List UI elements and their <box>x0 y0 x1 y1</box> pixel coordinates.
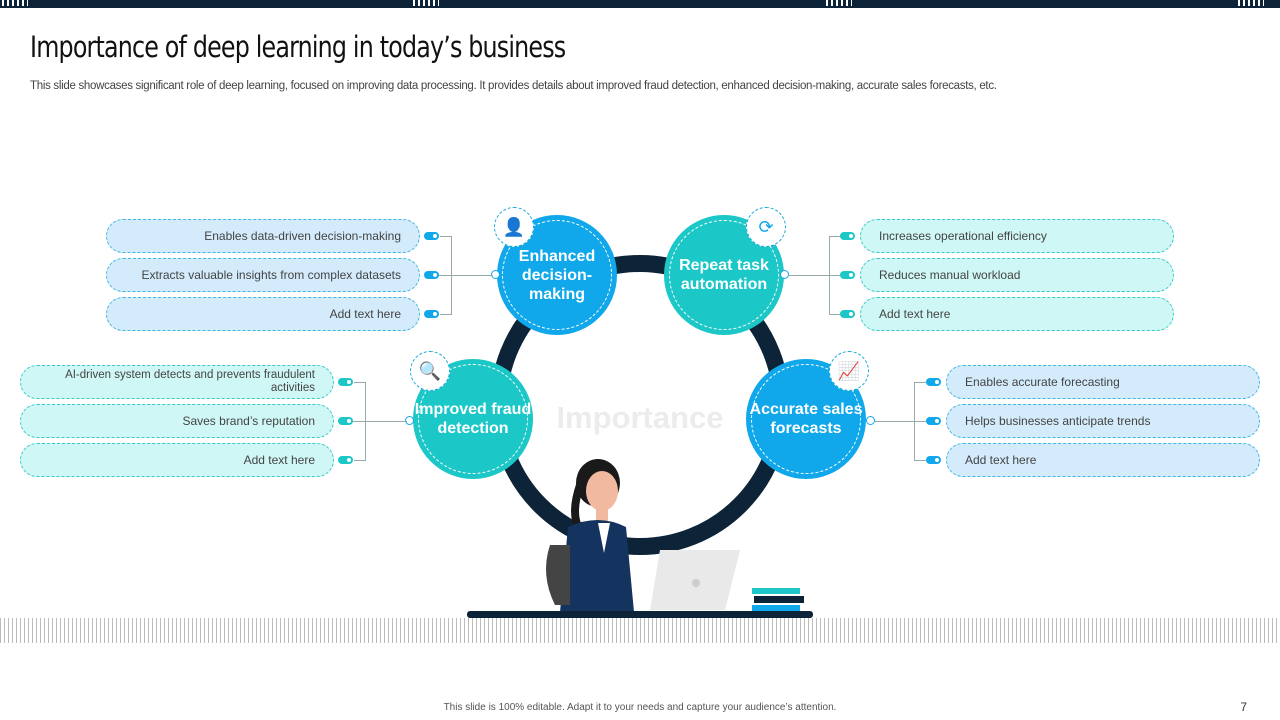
list-item: Add text here <box>20 443 334 477</box>
node-label: Improved fraud detection <box>414 401 532 437</box>
list-item: Helps businesses anticipate trends <box>946 404 1260 438</box>
decision-person-icon: 👤 <box>494 207 534 247</box>
page-subtitle: This slide showcases significant role of… <box>30 80 997 92</box>
connector-dot <box>491 270 500 279</box>
tag-icon <box>926 417 941 425</box>
tag-icon <box>840 232 855 240</box>
node-label: Enhanced decision-making <box>518 247 596 303</box>
page-number: 7 <box>1240 700 1247 714</box>
list-item: Add text here <box>106 297 420 331</box>
list-item: Extracts valuable insights from complex … <box>106 258 420 292</box>
page-title: Importance of deep learning in today’s b… <box>30 30 566 64</box>
decorative-stripe <box>0 618 1280 643</box>
list-item: Saves brand’s reputation <box>20 404 334 438</box>
tag-icon <box>424 271 439 279</box>
connector-dot <box>405 416 414 425</box>
desk <box>467 611 813 618</box>
list-item: Enables accurate forecasting <box>946 365 1260 399</box>
tag-icon <box>840 310 855 318</box>
list-item: Add text here <box>860 297 1174 331</box>
node-label: Repeat task automation <box>679 257 769 293</box>
tag-icon <box>338 417 353 425</box>
tag-icon <box>926 456 941 464</box>
connector-dot <box>866 416 875 425</box>
node-label: Accurate sales forecasts <box>749 401 863 437</box>
tag-icon <box>338 378 353 386</box>
tag-icon <box>424 232 439 240</box>
tag-icon <box>424 310 439 318</box>
list-item: Enables data-driven decision-making <box>106 219 420 253</box>
list-item: Increases operational efficiency <box>860 219 1174 253</box>
tag-icon <box>926 378 941 386</box>
list-item: Reduces manual workload <box>860 258 1174 292</box>
automation-cycle-icon: ⟳ <box>746 207 786 247</box>
list-item: Add text here <box>946 443 1260 477</box>
footer-note: This slide is 100% editable. Adapt it to… <box>443 702 837 713</box>
list-item: AI-driven system detects and prevents fr… <box>20 365 334 399</box>
fraud-search-icon: 🔍 <box>410 351 450 391</box>
sales-chart-icon: 📈 <box>829 351 869 391</box>
tag-icon <box>840 271 855 279</box>
top-bar <box>0 0 1280 8</box>
connector-dot <box>780 270 789 279</box>
person-at-laptop-illustration <box>546 459 804 612</box>
center-label: Importance <box>556 400 724 435</box>
tag-icon <box>338 456 353 464</box>
